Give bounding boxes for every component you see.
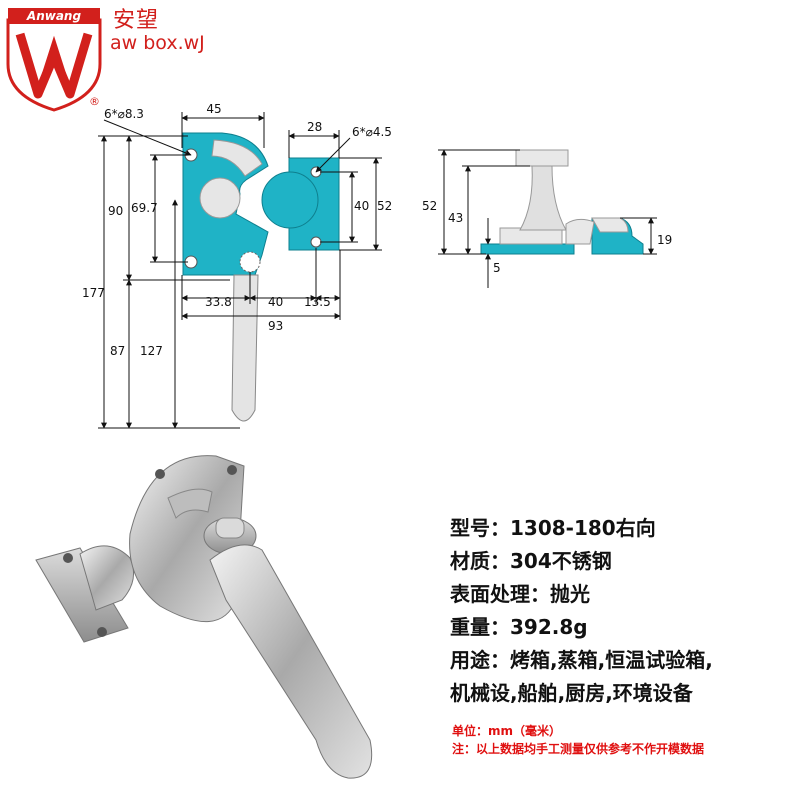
dim-hole-small: 6*⌀4.5	[352, 125, 392, 139]
dim-52-keeper: 52	[377, 199, 392, 213]
dim-90: 90	[108, 204, 123, 218]
dim-87: 87	[110, 344, 125, 358]
logo-banner	[8, 8, 100, 24]
dim-127: 127	[140, 344, 163, 358]
dim-width-45: 45	[206, 102, 221, 116]
keeper-photo	[35, 545, 135, 643]
dim-52-side: 52	[422, 199, 437, 213]
registered-mark: ®	[89, 95, 100, 108]
unit-note: 单位：mm（毫米）	[452, 724, 562, 738]
side-view	[480, 149, 644, 255]
disclaimer-note: 注：以上数据均手工测量仅供参考不作开模数据	[452, 742, 705, 756]
spec-weight: 重量：392.8g	[450, 615, 588, 639]
spec-material: 材质：304不锈钢	[450, 549, 612, 573]
brand-name-cn: 安望	[113, 8, 160, 33]
dim-28: 28	[307, 120, 322, 134]
dim-40-keeper: 40	[354, 199, 369, 213]
dim-93: 93	[268, 319, 283, 333]
dim-43-side: 43	[448, 211, 463, 225]
spec-finish: 表面处理：抛光	[450, 582, 590, 606]
dim-19-side: 19	[657, 233, 672, 247]
spec-usage: 用途：烤箱,蒸箱,恒温试验箱,	[450, 648, 713, 672]
product-photo	[35, 455, 373, 779]
spec-usage-cont: 机械设,船舶,厨房,环境设备	[450, 681, 693, 705]
dim-177: 177	[82, 286, 105, 300]
brand-site: aw box.wJ	[110, 32, 205, 54]
dim-hole-big: 6*⌀8.3	[104, 107, 144, 121]
spec-model: 型号：1308-180右向	[450, 516, 656, 540]
latch-front-view	[182, 132, 269, 422]
dim-13-5: 13.5	[304, 295, 331, 309]
logo-aw-mark	[15, 32, 93, 99]
keeper-front-view	[261, 157, 340, 251]
dim-40-bottom: 40	[268, 295, 283, 309]
technical-drawing: 6*⌀8.3 45 177 90 69.7 87 127 33.8 40 13.…	[82, 102, 672, 429]
latch-photo-handle	[209, 544, 373, 779]
brand-logo-shield: Anwang	[6, 8, 102, 112]
dim-5-side: 5	[493, 261, 501, 275]
latch-photo	[129, 455, 373, 779]
logo-text: Anwang	[26, 9, 82, 23]
dim-69-7: 69.7	[131, 201, 158, 215]
keeper-hole-icon	[310, 236, 322, 248]
latch-handle	[231, 274, 259, 422]
dim-33-8: 33.8	[205, 295, 232, 309]
